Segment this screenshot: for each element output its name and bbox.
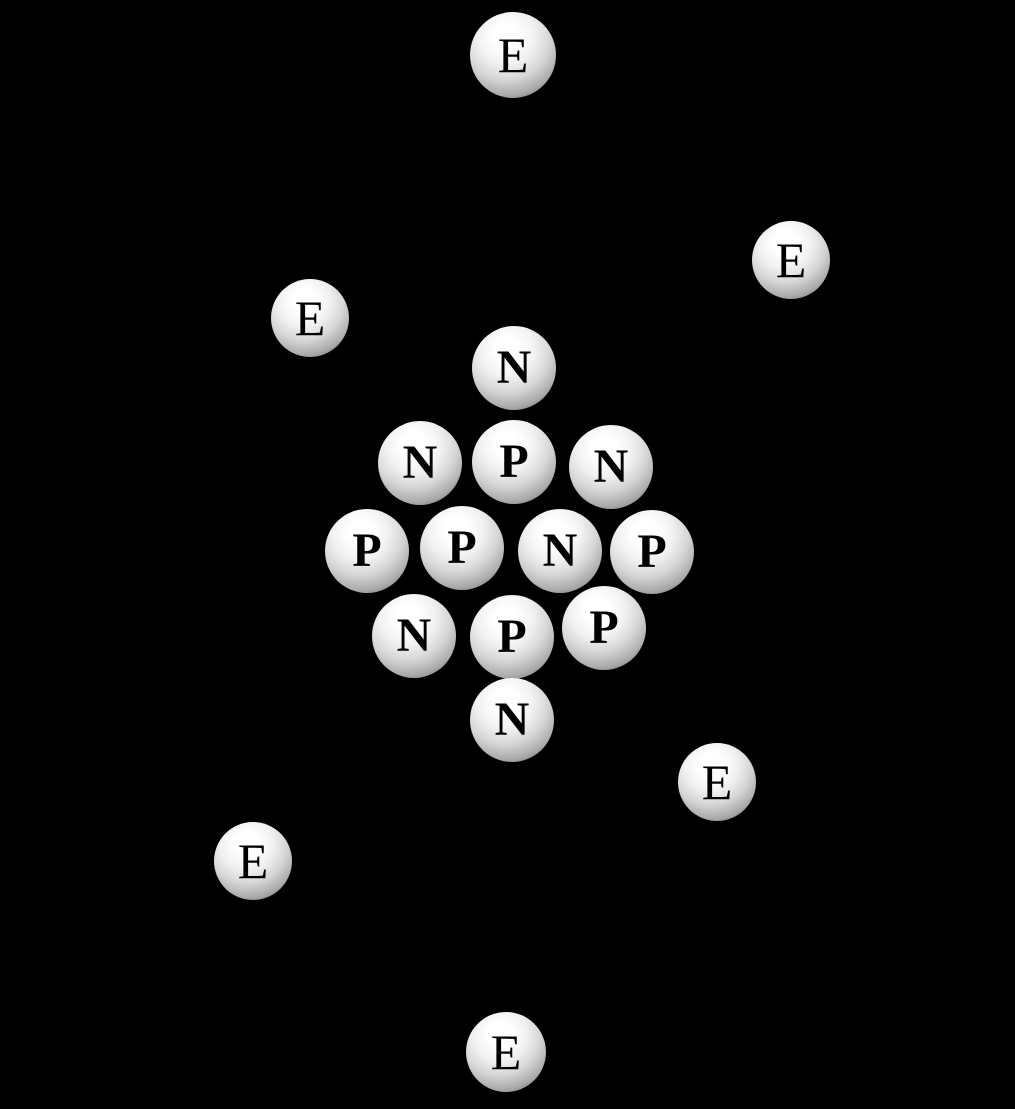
particle-label: E	[775, 232, 807, 288]
neutron-sphere: N	[472, 326, 556, 410]
particle-label: E	[701, 754, 733, 810]
particle-label: N	[494, 693, 530, 746]
proton-sphere: P	[562, 586, 646, 670]
electron-sphere: E	[466, 1012, 546, 1092]
electron-sphere: E	[214, 822, 292, 900]
neutron-sphere: N	[569, 425, 653, 509]
particle-label: P	[497, 610, 527, 663]
proton-sphere: P	[472, 420, 556, 504]
particle-label: P	[352, 524, 382, 577]
electron-sphere: E	[678, 743, 756, 821]
particle-label: P	[447, 521, 477, 574]
particle-label: E	[490, 1024, 522, 1080]
particle-label: E	[237, 833, 269, 889]
electron-sphere: E	[271, 279, 349, 357]
particle-label: N	[593, 440, 629, 493]
particle-label: N	[402, 436, 438, 489]
particle-label: E	[497, 27, 529, 83]
proton-sphere: P	[325, 509, 409, 593]
particle-label: P	[589, 601, 619, 654]
neutron-sphere: N	[372, 594, 456, 678]
particle-label: E	[294, 290, 326, 346]
particle-label: N	[542, 524, 578, 577]
particle-label: N	[496, 341, 532, 394]
electron-sphere: E	[752, 221, 830, 299]
electron-sphere: E	[470, 12, 556, 98]
neutron-sphere: N	[470, 678, 554, 762]
proton-sphere: P	[610, 510, 694, 594]
neutron-sphere: N	[378, 421, 462, 505]
particle-label: P	[499, 435, 529, 488]
proton-sphere: P	[420, 506, 504, 590]
proton-sphere: P	[470, 595, 554, 679]
neutron-sphere: N	[518, 509, 602, 593]
particle-label: P	[637, 525, 667, 578]
particle-label: N	[396, 609, 432, 662]
